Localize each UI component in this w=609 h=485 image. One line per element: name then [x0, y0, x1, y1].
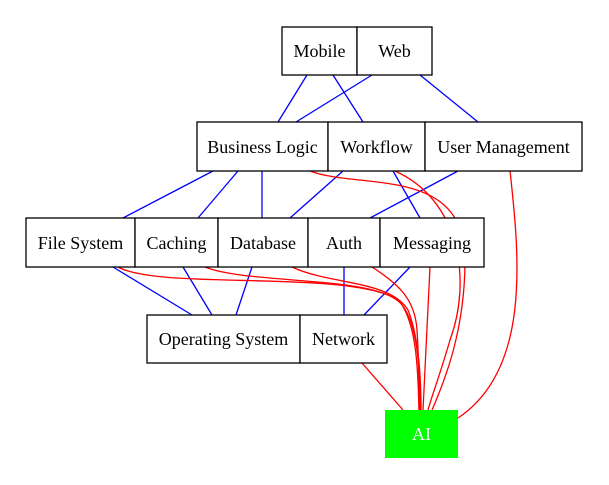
node-auth: Auth	[307, 217, 381, 268]
node-caching: Caching	[134, 217, 219, 268]
node-file-system-label: File System	[38, 233, 124, 253]
node-auth-label: Auth	[326, 233, 362, 253]
node-mobile: Mobile	[281, 26, 358, 76]
edge-workflow-messaging	[392, 170, 421, 219]
edge-business-logic-file-system	[122, 170, 214, 219]
node-business-logic: Business Logic	[196, 121, 329, 172]
edge-workflow-database	[289, 170, 344, 219]
node-caching-label: Caching	[147, 233, 207, 253]
edge-auth-ai	[371, 266, 420, 411]
node-network-label: Network	[312, 329, 375, 349]
edge-user-management-ai	[457, 170, 518, 419]
node-ai: AI	[385, 410, 458, 458]
node-database-label: Database	[230, 233, 296, 253]
edge-database-operating-system	[235, 266, 253, 316]
edge-workflow-ai	[394, 170, 461, 411]
node-operating-system-label: Operating System	[159, 329, 288, 349]
edge-web-business-logic	[295, 74, 373, 123]
node-workflow: Workflow	[327, 121, 426, 172]
node-database: Database	[217, 217, 309, 268]
node-ai-label: AI	[412, 424, 431, 444]
node-mobile-label: Mobile	[294, 41, 346, 61]
edge-network-ai	[361, 362, 404, 411]
edge-caching-operating-system	[182, 266, 213, 316]
edge-web-user-management	[419, 74, 479, 123]
node-web-label: Web	[378, 41, 411, 61]
edge-messaging-network	[363, 266, 411, 316]
node-workflow-label: Workflow	[340, 137, 413, 157]
node-operating-system: Operating System	[146, 314, 301, 364]
node-messaging: Messaging	[379, 217, 485, 268]
edge-database-ai	[291, 266, 422, 411]
node-network: Network	[299, 314, 388, 364]
edge-file-system-operating-system	[112, 266, 193, 316]
edge-mobile-workflow	[332, 74, 364, 123]
node-messaging-label: Messaging	[393, 233, 471, 253]
node-web: Web	[356, 26, 433, 76]
node-user-management-label: User Management	[437, 137, 569, 157]
edge-messaging-ai	[422, 266, 431, 411]
edge-business-logic-caching	[197, 170, 239, 219]
node-file-system: File System	[25, 217, 136, 268]
node-user-management: User Management	[424, 121, 583, 172]
edge-user-management-auth	[369, 170, 459, 219]
node-business-logic-label: Business Logic	[207, 137, 318, 157]
edge-caching-ai	[204, 266, 420, 411]
edge-mobile-business-logic	[277, 74, 308, 123]
